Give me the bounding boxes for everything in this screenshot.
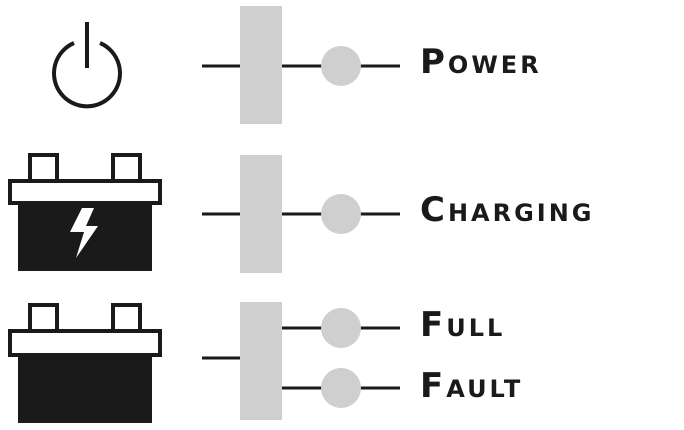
full-label: Full (420, 305, 506, 345)
power-label: Power (420, 42, 542, 82)
power-icon (52, 22, 122, 109)
battery-icon (8, 303, 162, 423)
full-led (321, 308, 361, 348)
power-bar (240, 6, 282, 124)
fault-label: Fault (420, 366, 524, 406)
battery-charging-icon (8, 153, 162, 271)
power-led (321, 46, 361, 86)
charging-row (8, 153, 400, 273)
fault-led (321, 368, 361, 408)
power-row (52, 6, 400, 124)
battery-row (8, 302, 400, 423)
charging-led (321, 194, 361, 234)
charging-label: Charging (420, 190, 595, 230)
charging-bar (240, 155, 282, 273)
battery-bar (240, 302, 282, 420)
